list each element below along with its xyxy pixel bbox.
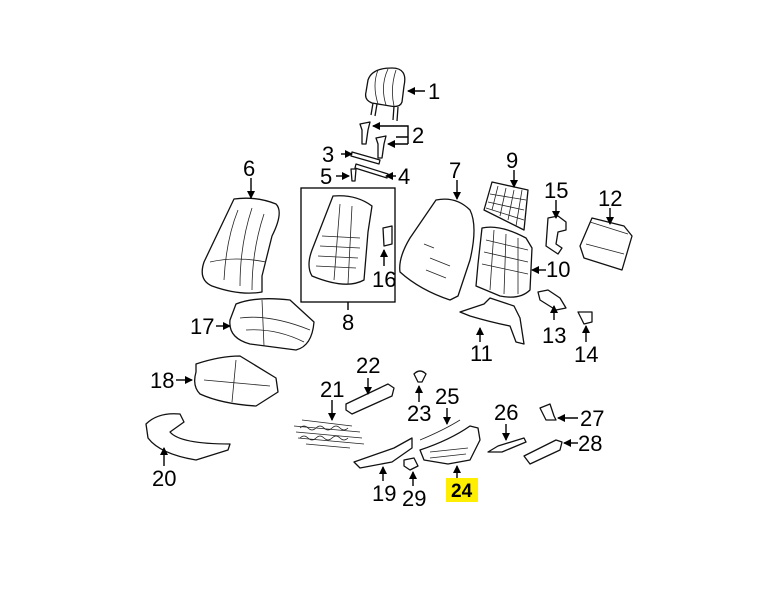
callout-7[interactable]: 7 xyxy=(449,158,461,183)
callout-15[interactable]: 15 xyxy=(544,178,568,203)
part-seatback-cover[interactable] xyxy=(201,197,280,294)
callout-2[interactable]: 2 xyxy=(412,123,424,148)
highlight-box-24 xyxy=(446,478,478,502)
part-switch-panel-28[interactable] xyxy=(523,439,563,465)
part-nut-29[interactable] xyxy=(403,457,419,471)
callout-17[interactable]: 17 xyxy=(190,314,214,339)
callout-26[interactable]: 26 xyxy=(494,400,518,425)
callout-1[interactable]: 1 xyxy=(428,79,440,104)
part-bracket-15[interactable] xyxy=(545,215,567,255)
part-seatback-panel[interactable] xyxy=(399,198,475,301)
part-panel-12[interactable] xyxy=(579,217,633,271)
part-support-10[interactable] xyxy=(475,226,533,298)
callout-21[interactable]: 21 xyxy=(320,377,344,402)
callout-23[interactable]: 23 xyxy=(407,401,431,426)
callout-11[interactable]: 11 xyxy=(470,341,493,366)
part-connector-14[interactable] xyxy=(577,311,593,325)
part-clip-23[interactable] xyxy=(413,370,427,383)
part-cover-27[interactable] xyxy=(539,403,557,421)
callout-9[interactable]: 9 xyxy=(506,148,518,173)
callout-20[interactable]: 20 xyxy=(152,466,176,491)
part-latch-16[interactable] xyxy=(382,225,393,247)
part-cushion-pad-18[interactable] xyxy=(194,355,279,407)
part-switch-13[interactable] xyxy=(537,289,567,311)
callout-22[interactable]: 22 xyxy=(356,353,380,378)
part-handle-26[interactable] xyxy=(487,437,527,453)
callout-24[interactable]: 24 xyxy=(451,481,473,502)
part-side-shield-24[interactable] xyxy=(419,425,481,465)
part-bracket-11[interactable] xyxy=(459,297,525,345)
callout-28[interactable]: 28 xyxy=(578,431,602,456)
callout-10[interactable]: 10 xyxy=(546,257,570,282)
part-track-cover-19[interactable] xyxy=(353,437,413,469)
part-cushion-cover-17[interactable] xyxy=(229,298,315,351)
callout-6[interactable]: 6 xyxy=(243,156,255,181)
callout-8[interactable]: 8 xyxy=(342,310,354,335)
part-seatback-frame[interactable] xyxy=(308,195,373,285)
callout-25[interactable]: 25 xyxy=(435,384,459,409)
part-trim-22[interactable] xyxy=(345,383,395,415)
callout-3[interactable]: 3 xyxy=(322,142,334,167)
callout-5[interactable]: 5 xyxy=(320,164,332,189)
part-springs-21[interactable] xyxy=(293,419,365,449)
part-mesh-9[interactable] xyxy=(483,181,529,231)
part-strip-25[interactable] xyxy=(419,419,461,441)
callout-12[interactable]: 12 xyxy=(598,186,622,211)
callout-13[interactable]: 13 xyxy=(542,323,566,348)
part-headrest-guides[interactable] xyxy=(359,121,387,159)
callout-4[interactable]: 4 xyxy=(398,164,410,189)
part-headrest[interactable] xyxy=(364,67,406,122)
callout-16[interactable]: 16 xyxy=(372,267,396,292)
callout-27[interactable]: 27 xyxy=(580,406,604,431)
callout-29[interactable]: 29 xyxy=(402,486,426,511)
part-frame-20[interactable] xyxy=(145,413,231,461)
leader-2 xyxy=(396,130,409,144)
callout-18[interactable]: 18 xyxy=(150,368,174,393)
callout-19[interactable]: 19 xyxy=(372,481,396,506)
callout-14[interactable]: 14 xyxy=(574,342,598,367)
